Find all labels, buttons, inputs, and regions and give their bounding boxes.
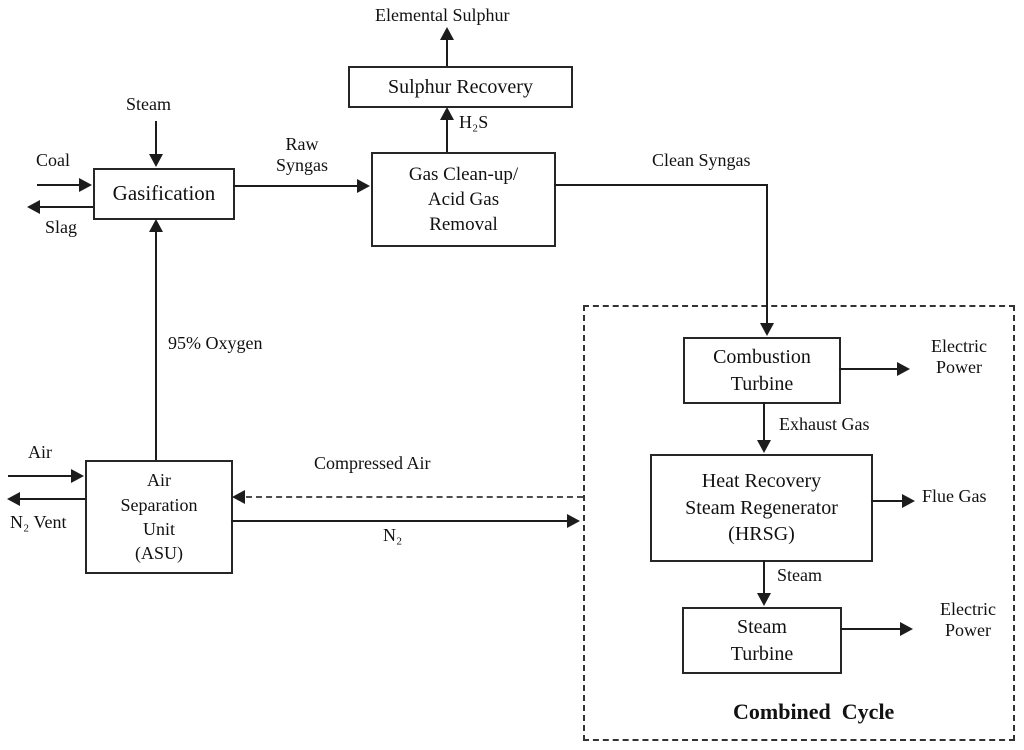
raw-syngas-arrowhead-icon xyxy=(357,179,370,193)
steam-inlet-line xyxy=(155,121,157,155)
steam-turbine-box: Steam Turbine xyxy=(682,607,842,674)
combined-cycle-title: Combined Cycle xyxy=(733,699,895,724)
st-electric-power-arrowhead-icon xyxy=(900,622,913,636)
hrsg-box: Heat Recovery Steam Regenerator (HRSG) xyxy=(650,454,873,562)
oxygen-arrowhead-icon xyxy=(149,219,163,232)
exhaust-gas-label: Exhaust Gas xyxy=(779,414,870,434)
raw-syngas-line xyxy=(233,185,359,187)
steam-inlet-arrowhead-icon xyxy=(149,154,163,167)
clean-syngas-line-vertical xyxy=(766,184,768,324)
h2s-line xyxy=(446,120,448,152)
exhaust-gas-line xyxy=(763,402,765,441)
exhaust-gas-arrowhead-icon xyxy=(757,440,771,453)
combustion-turbine-box: Combustion Turbine xyxy=(683,337,841,404)
coal-label: Coal xyxy=(36,150,70,170)
combined-cycle-boundary-box xyxy=(583,305,1015,741)
steam-inlet-label: Steam xyxy=(126,94,171,114)
air-arrowhead-icon xyxy=(71,469,84,483)
air-label: Air xyxy=(28,442,52,462)
clean-syngas-arrowhead-icon xyxy=(760,323,774,336)
compressed-air-dashed-line xyxy=(246,496,583,498)
n2-vent-line xyxy=(20,498,85,500)
steam-hrsg-label: Steam xyxy=(777,565,822,585)
gas-cleanup-box: Gas Clean-up/ Acid Gas Removal xyxy=(371,152,556,247)
steam-hrsg-arrowhead-icon xyxy=(757,593,771,606)
oxygen-label: 95% Oxygen xyxy=(168,333,263,353)
slag-line xyxy=(40,206,93,208)
n2-label: N₂ xyxy=(383,525,403,545)
h2s-label: H₂S xyxy=(459,112,489,132)
electric-power-ct-label: Electric Power xyxy=(931,336,987,378)
clean-syngas-label: Clean Syngas xyxy=(652,150,751,170)
oxygen-line xyxy=(155,232,157,460)
st-electric-power-line xyxy=(840,628,902,630)
ct-electric-power-line xyxy=(839,368,899,370)
flue-gas-arrowhead-icon xyxy=(902,494,915,508)
coal-line xyxy=(37,184,81,186)
n2-arrowhead-icon xyxy=(567,514,580,528)
elemental-sulphur-arrowhead-icon xyxy=(440,27,454,40)
ct-electric-power-arrowhead-icon xyxy=(897,362,910,376)
flue-gas-label: Flue Gas xyxy=(922,486,987,506)
elemental-sulphur-line xyxy=(446,40,448,66)
gasification-box: Gasification xyxy=(93,168,235,220)
h2s-arrowhead-icon xyxy=(440,107,454,120)
compressed-air-arrowhead-icon xyxy=(232,490,245,504)
raw-syngas-label: Raw Syngas xyxy=(275,134,328,176)
slag-label: Slag xyxy=(45,217,78,237)
compressed-air-label: Compressed Air xyxy=(314,453,431,473)
n2-vent-label: N₂ Vent xyxy=(10,512,67,532)
electric-power-st-label: Electric Power xyxy=(940,599,996,641)
asu-box: Air Separation Unit (ASU) xyxy=(85,460,233,574)
steam-hrsg-line xyxy=(763,560,765,594)
n2-vent-arrowhead-icon xyxy=(7,492,20,506)
slag-arrowhead-icon xyxy=(27,200,40,214)
air-line xyxy=(8,475,73,477)
n2-line xyxy=(231,520,569,522)
elemental-sulphur-label: Elemental Sulphur xyxy=(375,5,510,25)
flue-gas-line xyxy=(871,500,904,502)
sulphur-recovery-box: Sulphur Recovery xyxy=(348,66,573,108)
clean-syngas-line-horizontal xyxy=(554,184,768,186)
coal-arrowhead-icon xyxy=(79,178,92,192)
